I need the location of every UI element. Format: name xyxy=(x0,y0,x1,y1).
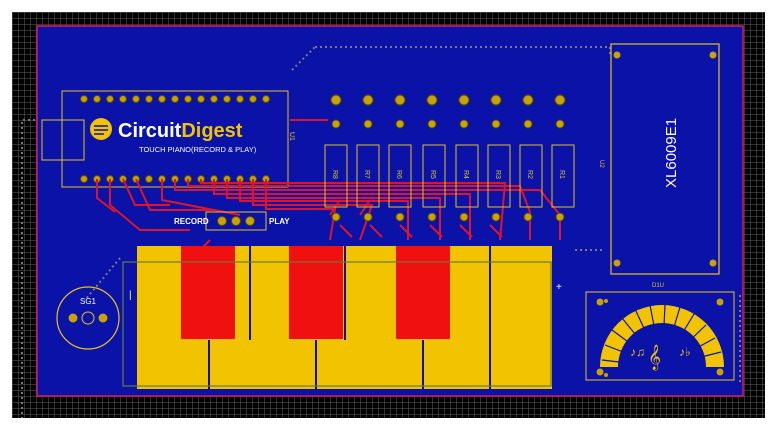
resistor-label: R4 xyxy=(462,170,469,179)
circuitdigest-logo: CircuitDigest TOUCH PIANO(RECORD & PLAY) xyxy=(90,118,257,154)
resistor-label: R1 xyxy=(558,170,565,179)
record-play-switch[interactable]: RECORD PLAY xyxy=(174,211,290,231)
resistor-array[interactable]: R8 R7 R6 R5 R4 R3 R2 R1 xyxy=(324,94,575,222)
resistor-label: R7 xyxy=(363,170,370,179)
plus-mark: + xyxy=(556,282,562,293)
u2-label: U2 xyxy=(598,160,604,168)
music-note-icon: ♪♫ xyxy=(630,345,645,359)
charger-module[interactable]: D1U 𝄞 ♪♫ ♪♭ xyxy=(585,283,735,381)
brand-digest: Digest xyxy=(181,120,242,142)
treble-clef-icon: 𝄞 xyxy=(648,344,661,370)
resistor-label: R6 xyxy=(395,170,402,179)
u1-label: U1 xyxy=(288,132,295,141)
black-key[interactable] xyxy=(181,246,235,339)
resistor-label: R8 xyxy=(331,170,338,179)
xl6009-module[interactable]: XL6009E1 U2 xyxy=(598,43,720,275)
black-key[interactable] xyxy=(396,246,450,339)
board-subtitle: TOUCH PIANO(RECORD & PLAY) xyxy=(139,145,257,154)
buzzer-sg1[interactable]: SG1 xyxy=(56,286,120,350)
dotted-traces xyxy=(21,46,741,418)
converter-label: XL6009E1 xyxy=(663,118,680,188)
black-key[interactable] xyxy=(289,246,343,339)
buzzer-label: SG1 xyxy=(80,297,97,306)
piano-keyboard[interactable]: + | xyxy=(122,246,562,389)
resistor-label: R3 xyxy=(494,170,501,179)
d1u-label: D1U xyxy=(652,283,664,289)
play-label: PLAY xyxy=(269,217,290,226)
music-note-icon: ♪♭ xyxy=(679,345,691,359)
resistor-label: R2 xyxy=(526,170,533,179)
minus-mark: | xyxy=(129,290,132,301)
record-label: RECORD xyxy=(174,217,209,226)
arduino-module[interactable]: U1 xyxy=(41,90,295,188)
brand-circuit: Circuit xyxy=(118,120,182,142)
resistor-label: R5 xyxy=(429,170,436,179)
svg-text:CircuitDigest: CircuitDigest xyxy=(118,120,243,142)
